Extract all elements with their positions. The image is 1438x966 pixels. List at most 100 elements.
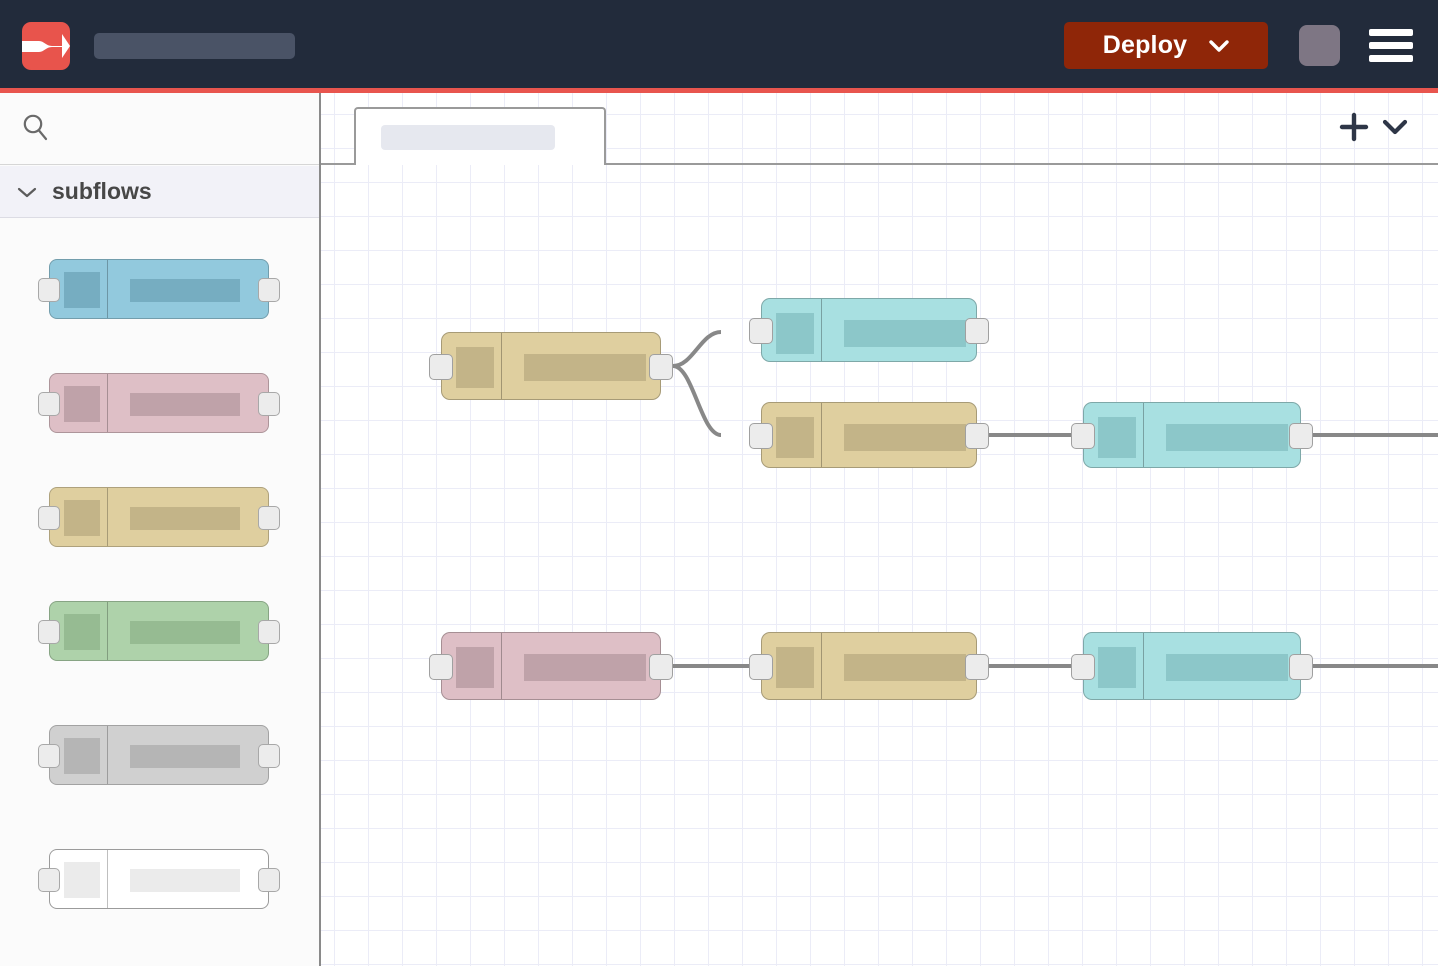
header-title-field[interactable] [94, 33, 295, 59]
node-input-port[interactable] [1071, 423, 1095, 449]
node-icon-placeholder [64, 500, 100, 536]
node-label-placeholder [844, 424, 966, 451]
deploy-button-label: Deploy [1102, 31, 1188, 59]
node-icon-placeholder [1098, 417, 1136, 458]
node-icon-area [50, 726, 108, 784]
node-input-port[interactable] [749, 318, 773, 344]
node-input-port[interactable] [749, 654, 773, 680]
hamburger-menu-icon[interactable] [1369, 29, 1413, 62]
node-output-port[interactable] [258, 744, 280, 768]
node-output-port[interactable] [649, 654, 673, 680]
palette-search-bar[interactable] [0, 93, 319, 165]
flow-canvas[interactable] [321, 93, 1438, 966]
node-input-port[interactable] [429, 654, 453, 680]
node-output-port[interactable] [965, 318, 989, 344]
node-icon-area [1084, 403, 1144, 467]
palette-node-5[interactable] [38, 725, 280, 785]
node-label-placeholder [844, 654, 966, 681]
node-output-port[interactable] [258, 278, 280, 302]
node-output-port[interactable] [965, 654, 989, 680]
node-label-placeholder [1166, 654, 1288, 681]
node-icon-area [50, 488, 108, 546]
tab-flow-1[interactable] [354, 107, 606, 165]
node-output-port[interactable] [258, 506, 280, 530]
node-icon-area [762, 299, 822, 361]
node-output-port[interactable] [1289, 654, 1313, 680]
node-icon-placeholder [776, 647, 814, 688]
node-icon-area [1084, 633, 1144, 699]
node-output-port[interactable] [258, 392, 280, 416]
node-icon-area [50, 260, 108, 318]
flow-tab-bar [321, 93, 1438, 165]
node-icon-area [762, 633, 822, 699]
node-label-placeholder [130, 745, 240, 768]
palette-node-1[interactable] [38, 259, 280, 319]
node-icon-area [442, 633, 502, 699]
node-label-placeholder [130, 279, 240, 302]
node-icon-placeholder [64, 738, 100, 774]
palette-category-label: subflows [52, 178, 152, 204]
node-input-port[interactable] [38, 620, 60, 644]
node-icon-area [442, 333, 502, 399]
deploy-button[interactable]: Deploy [1064, 22, 1268, 69]
palette-node-2[interactable] [38, 373, 280, 433]
node-icon-placeholder [64, 272, 100, 308]
node-icon-placeholder [456, 647, 494, 688]
node-label-placeholder [844, 320, 966, 347]
tab-flow-1-label [381, 125, 555, 150]
node-icon-area [50, 374, 108, 432]
tab-list-chevron-down-icon[interactable] [1379, 115, 1411, 139]
node-icon-area [50, 602, 108, 660]
hamburger-bar [1369, 29, 1413, 36]
hamburger-bar [1369, 55, 1413, 62]
flow-node-cyan-3[interactable] [1071, 632, 1313, 700]
node-label-placeholder [130, 869, 240, 892]
node-input-port[interactable] [749, 423, 773, 449]
wire-flow-node-inject-to-flow-node-tan-2[interactable] [672, 364, 722, 437]
wire-layer [672, 330, 1438, 668]
node-input-port[interactable] [38, 278, 60, 302]
palette-node-4[interactable] [38, 601, 280, 661]
node-input-port[interactable] [429, 354, 453, 380]
plus-icon[interactable] [1338, 111, 1370, 143]
avatar[interactable] [1299, 25, 1340, 66]
node-input-port[interactable] [1071, 654, 1095, 680]
flow-node-tan-3[interactable] [749, 632, 989, 700]
sidebar-divider [319, 93, 321, 966]
wire-flow-node-inject-to-flow-node-blue[interactable] [672, 330, 722, 368]
flow-node-pink[interactable] [429, 632, 673, 700]
node-icon-placeholder [776, 313, 814, 354]
node-input-port[interactable] [38, 392, 60, 416]
node-output-port[interactable] [258, 620, 280, 644]
flow-node-tan-2[interactable] [749, 402, 989, 468]
app-header: Deploy [0, 0, 1438, 88]
palette-node-3[interactable] [38, 487, 280, 547]
palette-sidebar: subflows [0, 93, 320, 966]
node-label-placeholder [524, 354, 646, 381]
node-input-port[interactable] [38, 506, 60, 530]
search-icon [22, 113, 50, 143]
node-output-port[interactable] [649, 354, 673, 380]
node-icon-placeholder [64, 614, 100, 650]
node-icon-area [50, 850, 108, 908]
node-label-placeholder [130, 507, 240, 530]
flow-node-inject[interactable] [429, 332, 673, 400]
node-output-port[interactable] [258, 868, 280, 892]
palette-category-subflows[interactable]: subflows [0, 166, 319, 218]
node-output-port[interactable] [1289, 423, 1313, 449]
chevron-down-icon [16, 185, 38, 199]
palette-node-6[interactable] [38, 849, 280, 909]
node-output-port[interactable] [965, 423, 989, 449]
flow-node-cyan-2[interactable] [1071, 402, 1313, 468]
node-icon-placeholder [456, 347, 494, 388]
node-input-port[interactable] [38, 868, 60, 892]
node-input-port[interactable] [38, 744, 60, 768]
flow-node-blue[interactable] [749, 298, 989, 362]
hamburger-bar [1369, 42, 1413, 49]
node-icon-area [762, 403, 822, 467]
chevron-down-icon [1209, 39, 1229, 52]
header-accent-bar [0, 88, 1438, 93]
node-label-placeholder [524, 654, 646, 681]
node-red-logo-icon[interactable] [22, 22, 70, 70]
node-icon-placeholder [64, 386, 100, 422]
